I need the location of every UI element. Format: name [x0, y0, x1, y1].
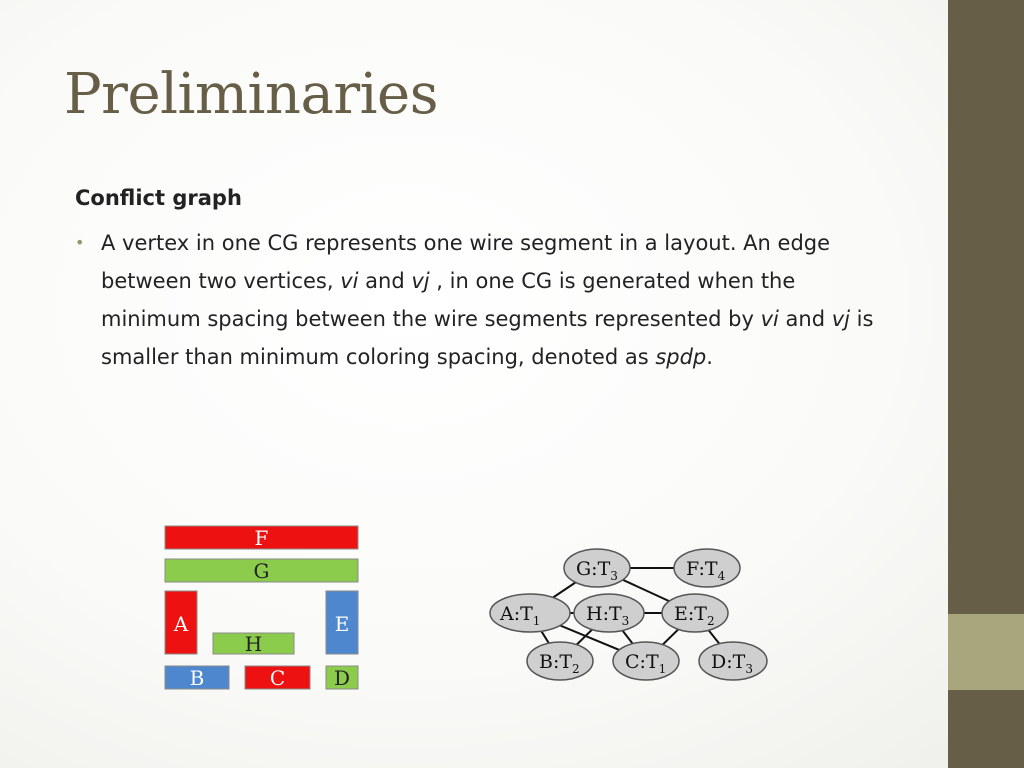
graph-node-e: E:T2	[661, 593, 729, 633]
wire-label-g: G	[254, 559, 270, 583]
bullet-vj: vj	[411, 269, 430, 293]
node-e-shape	[661, 593, 729, 633]
node-a-shape	[489, 593, 571, 633]
graph-node-g: G:T3	[563, 548, 631, 588]
node-d-shape	[698, 641, 768, 681]
wire-block-h	[212, 632, 295, 655]
node-c-shape	[612, 641, 680, 681]
wire-label-e: E	[335, 612, 350, 636]
node-h-sub: 3	[622, 614, 630, 628]
side-accent-block	[948, 614, 1024, 690]
node-c-text: C:T	[625, 651, 659, 673]
node-f-sub: 4	[718, 569, 726, 583]
node-g-shape	[563, 548, 631, 588]
bullet-text-3: , in one CG is generated when the minimu…	[101, 269, 796, 331]
bullet-vi-2: vi	[760, 307, 779, 331]
bullet-text-1: A vertex in one CG represents one wire s…	[101, 231, 831, 293]
wire-block-b	[164, 665, 230, 690]
bullet-item: • A vertex in one CG represents one wire …	[75, 224, 895, 376]
layout-diagram: F G A H E B C D	[164, 525, 359, 690]
node-d-text: D:T	[711, 651, 746, 673]
node-c-sub: 1	[659, 662, 667, 676]
wire-block-g	[164, 558, 359, 583]
wire-label-a: A	[173, 612, 189, 636]
node-b-shape	[526, 641, 594, 681]
wire-label-f: F	[255, 526, 269, 550]
slide-content: Conflict graph • A vertex in one CG repre…	[75, 186, 895, 376]
graph-node-d: D:T3	[698, 641, 768, 681]
graph-node-f: F:T4	[673, 548, 741, 588]
bullet-vj-2: vj	[831, 307, 850, 331]
node-e-sub: 2	[707, 614, 715, 628]
conflict-graph: G:T3 F:T4 A:T1 H:T3 E:T2 B:T2 C:T1 D:T3	[489, 548, 768, 681]
graph-node-b: B:T2	[526, 641, 594, 681]
node-g-sub: 3	[610, 569, 618, 583]
node-e-text: E:T	[674, 603, 707, 625]
wire-label-d: D	[334, 666, 350, 690]
node-a-label: A:T1	[499, 603, 540, 628]
node-b-text: B:T	[539, 651, 572, 673]
wire-block-a	[164, 590, 198, 655]
node-f-text: F:T	[686, 558, 718, 580]
wire-block-d	[325, 665, 359, 690]
wire-label-b: B	[190, 666, 205, 690]
wire-label-h: H	[245, 632, 262, 656]
node-h-label: H:T3	[586, 603, 629, 628]
node-e-label: E:T2	[674, 603, 715, 628]
slide-title: Preliminaries	[64, 62, 438, 127]
node-f-shape	[673, 548, 741, 588]
node-g-text: G:T	[576, 558, 611, 580]
node-b-sub: 2	[572, 662, 580, 676]
section-heading: Conflict graph	[75, 186, 242, 210]
graph-node-c: C:T1	[612, 641, 680, 681]
bullet-text-2: and	[358, 269, 412, 293]
bullet-spdp: spdp	[655, 345, 707, 369]
bullet-dot-icon: •	[75, 233, 85, 252]
node-b-label: B:T2	[539, 651, 580, 676]
bullet-vi: vi	[340, 269, 359, 293]
wire-block-c	[244, 665, 311, 690]
graph-node-h: H:T3	[573, 593, 645, 633]
node-d-sub: 3	[745, 662, 753, 676]
node-a-sub: 1	[533, 614, 541, 628]
node-h-text: H:T	[586, 603, 622, 625]
node-d-label: D:T3	[711, 651, 753, 676]
node-h-shape	[573, 593, 645, 633]
wire-label-c: C	[270, 666, 285, 690]
node-g-label: G:T3	[576, 558, 618, 583]
node-a-text: A:T	[499, 603, 533, 625]
bullet-text-5: is smaller than minimum coloring spacing…	[101, 307, 874, 369]
node-c-label: C:T1	[625, 651, 666, 676]
graph-node-a: A:T1	[489, 593, 571, 633]
node-f-label: F:T4	[686, 558, 726, 583]
bullet-text-4: and	[778, 307, 832, 331]
bullet-text-6: .	[706, 345, 713, 369]
wire-block-e	[325, 590, 359, 655]
wire-block-f	[164, 525, 359, 550]
